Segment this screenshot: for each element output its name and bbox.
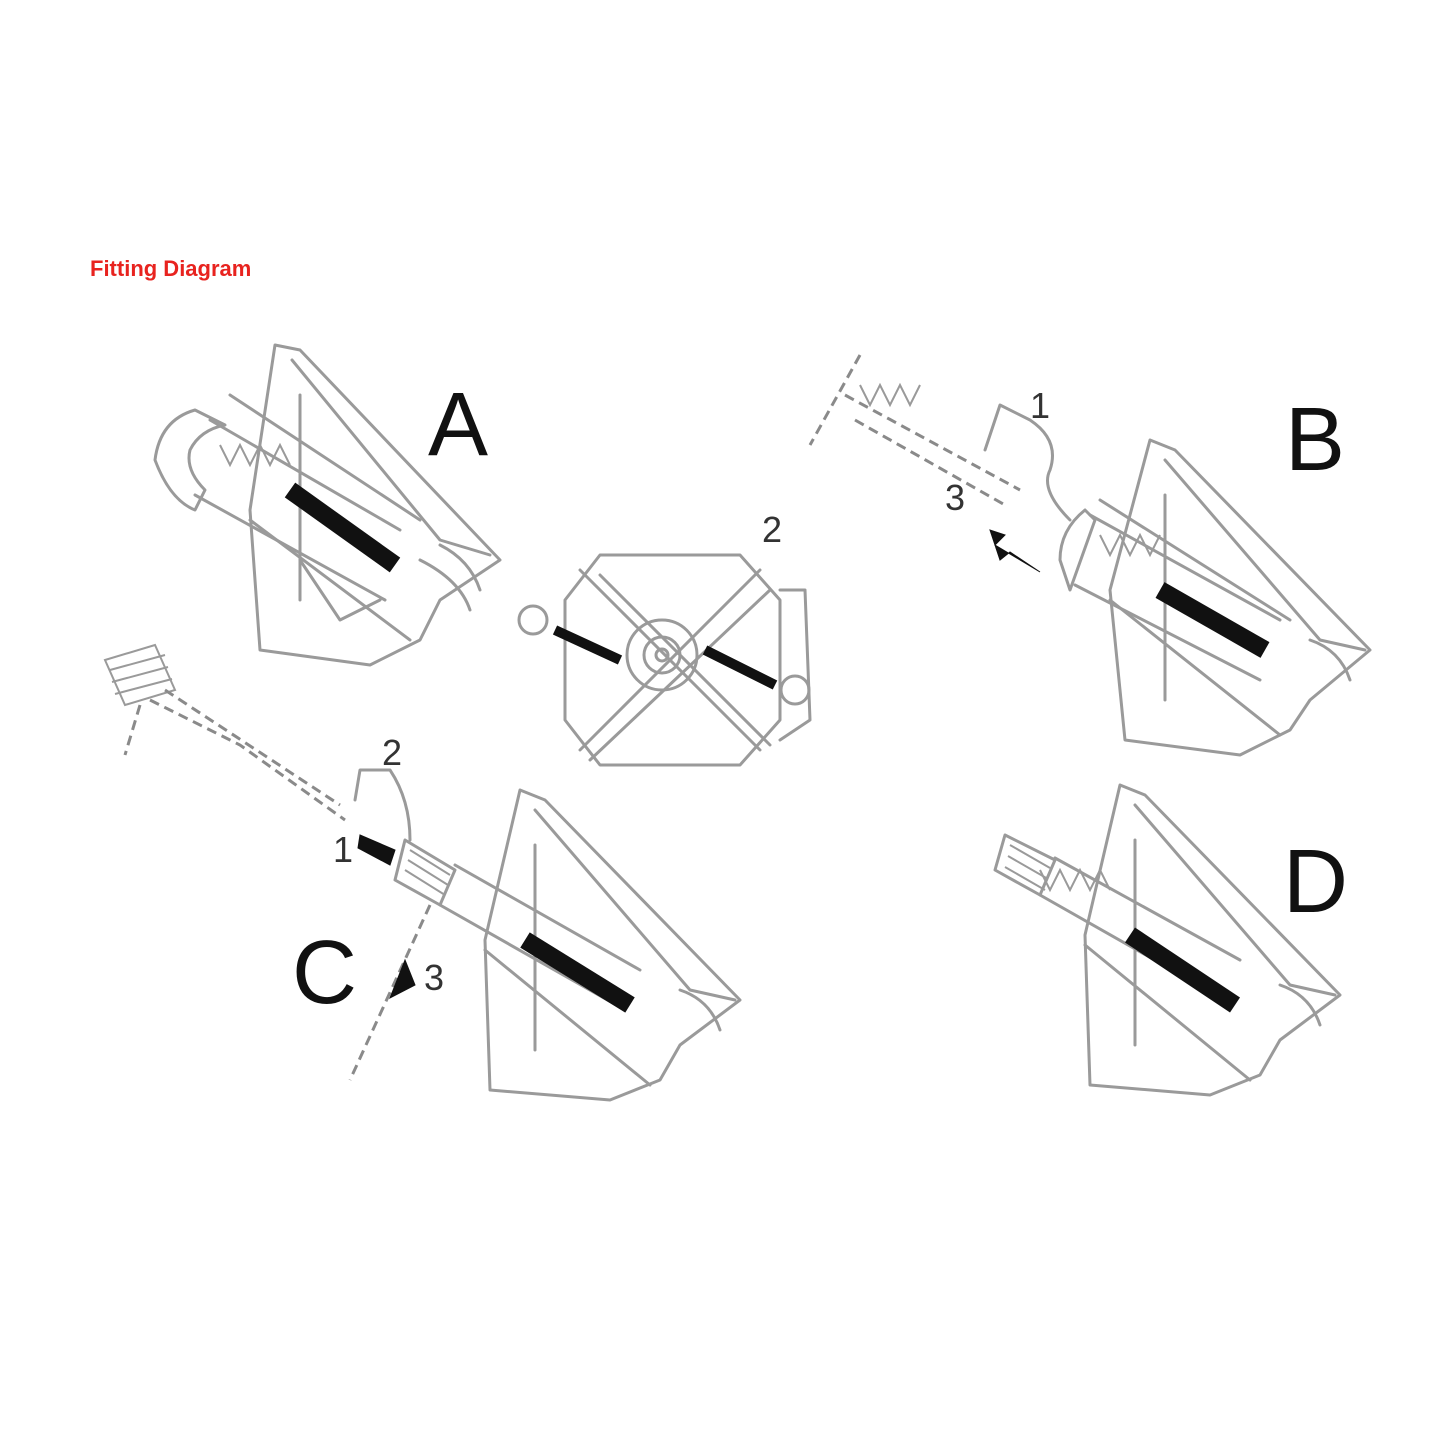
panel-c-label: C <box>292 923 357 1023</box>
panel-c-arrow-1-icon <box>357 834 396 866</box>
center-housing <box>563 553 812 767</box>
center-step-2: 2 <box>762 509 782 550</box>
panel-b-bracket <box>1098 438 1372 757</box>
center-left-pin <box>517 604 623 665</box>
panel-b-arrow-icon <box>989 529 1041 573</box>
panel-c: 2 1 3 C <box>103 643 742 1102</box>
panel-c-step-2: 2 <box>382 732 402 773</box>
center-right-pin <box>702 645 811 706</box>
panel-d: D <box>993 783 1348 1097</box>
panel-c-removed-parts <box>103 643 432 1081</box>
panel-b: 1 3 B <box>808 354 1372 757</box>
panel-c-clip <box>353 768 412 842</box>
panel-d-pin <box>1125 927 1240 1013</box>
panel-a: A <box>153 343 502 667</box>
panel-b-pin <box>1155 582 1270 658</box>
panel-a-spring <box>219 442 291 468</box>
panel-b-label: B <box>1285 390 1345 490</box>
panel-b-step-1: 1 <box>1030 385 1050 426</box>
panel-d-bracket <box>1083 783 1342 1097</box>
panel-a-label: A <box>428 375 488 475</box>
panel-c-pin <box>520 932 635 1013</box>
panel-a-handle <box>153 408 402 602</box>
panel-b-handle <box>1058 508 1282 682</box>
panel-center: 2 <box>517 509 812 767</box>
panel-d-label: D <box>1283 832 1348 932</box>
diagram-title: Fitting Diagram <box>90 256 252 281</box>
panel-c-step-3: 3 <box>424 957 444 998</box>
panel-a-pin <box>284 482 401 573</box>
panel-b-clip <box>983 403 1072 522</box>
panel-b-spring <box>1099 532 1161 558</box>
panel-d-spring <box>1039 867 1111 893</box>
panel-c-step-1: 1 <box>333 829 353 870</box>
panel-b-removed-parts <box>808 354 1021 507</box>
panel-c-arrow-3-icon <box>389 958 416 1000</box>
panel-b-step-3: 3 <box>945 477 965 518</box>
